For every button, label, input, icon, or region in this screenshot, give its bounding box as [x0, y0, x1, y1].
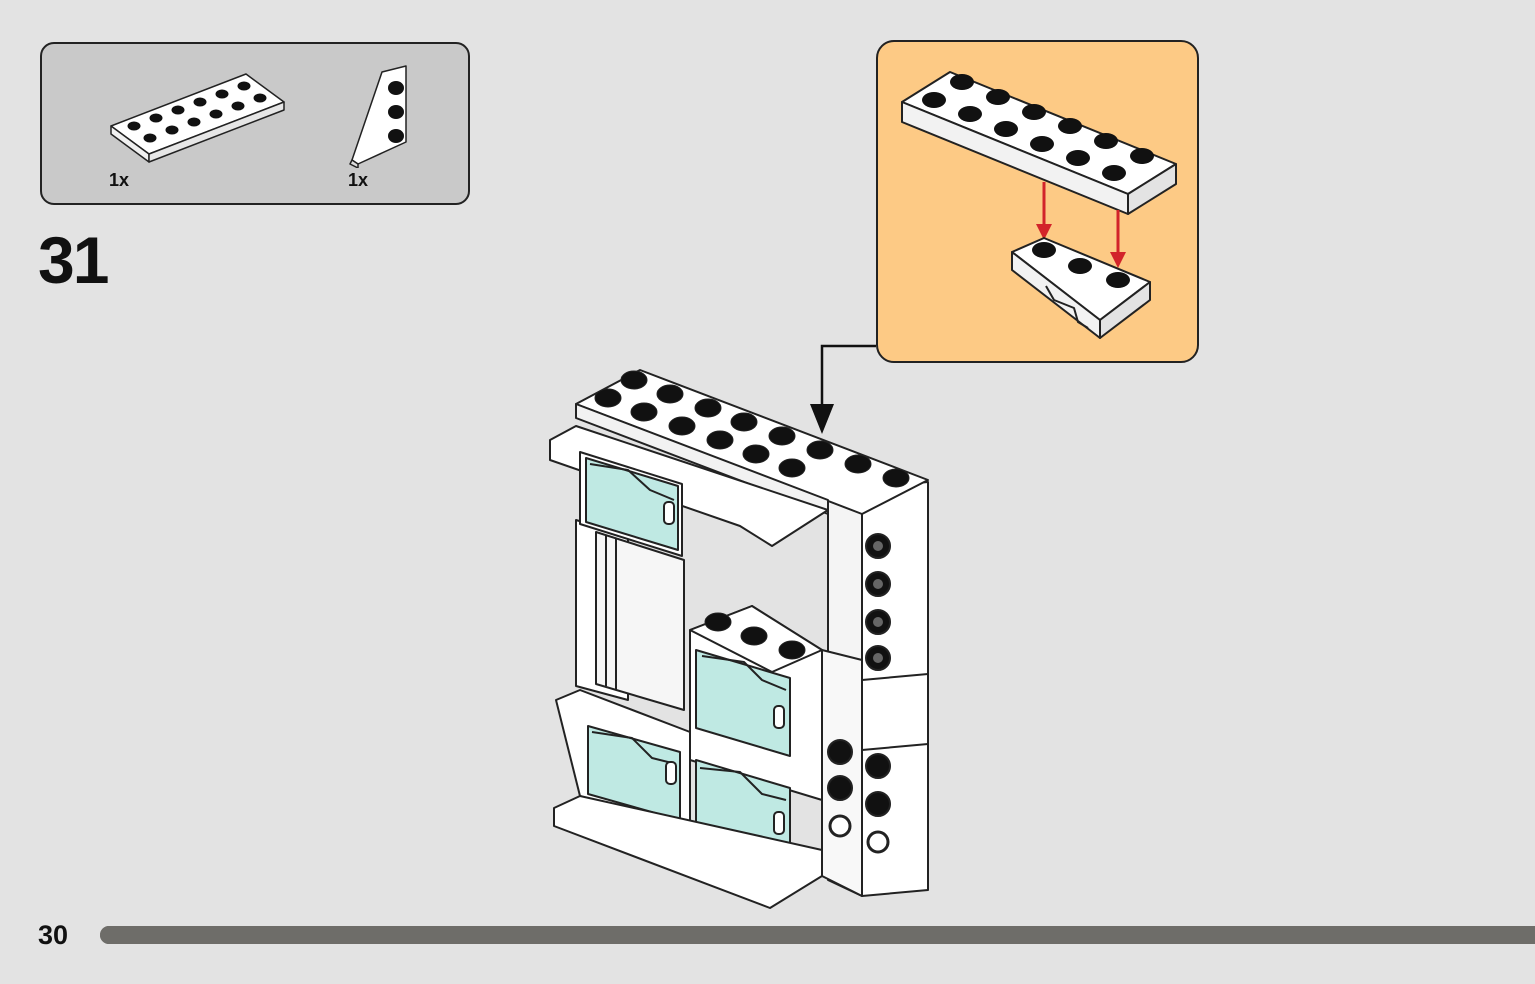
sub-assembly-diagram: [901, 71, 1177, 339]
progress-bar-fill: [100, 926, 1535, 944]
wedge-plate-part-icon: [349, 65, 407, 168]
progress-bar: [100, 926, 1535, 944]
wedge-plate-quantity: 1x: [348, 170, 369, 190]
parts-list-box: 1x 1x: [40, 42, 470, 205]
model-assembly-illustration: [549, 369, 929, 909]
plate-2x6-quantity: 1x: [109, 170, 130, 190]
sub-assembly-callout: [876, 40, 1199, 363]
plate-2x6-part-icon: [110, 73, 285, 163]
step-number: 31: [38, 223, 109, 297]
page-number: 30: [38, 920, 69, 950]
